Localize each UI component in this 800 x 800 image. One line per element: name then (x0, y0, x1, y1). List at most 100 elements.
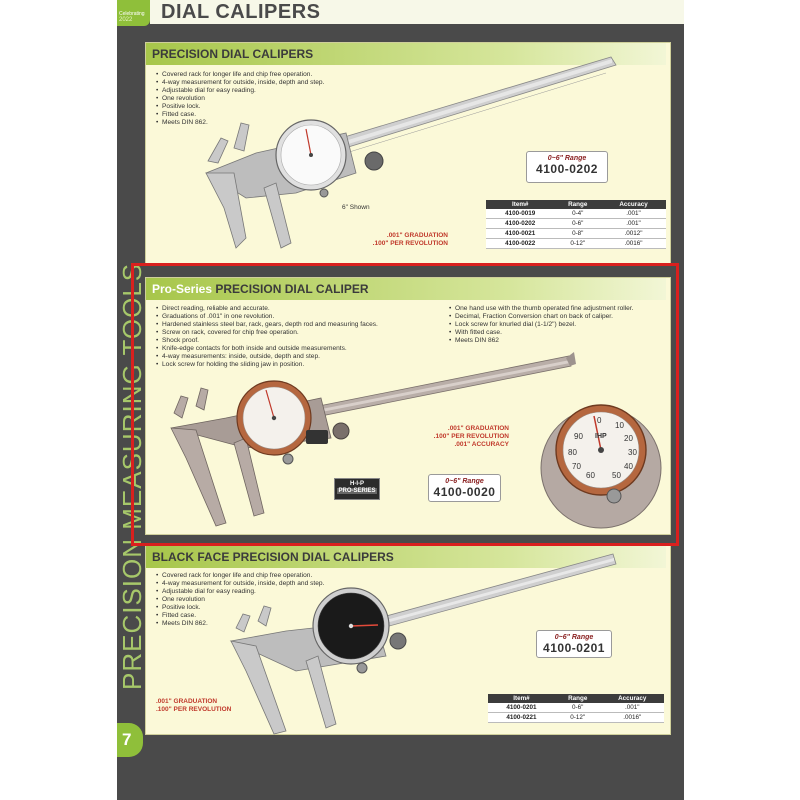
feature-item: Decimal, Fraction Conversion chart on ba… (449, 313, 634, 321)
feature-item: Graduations of .001" in one revolution. (156, 313, 378, 321)
dial-number: 60 (586, 471, 595, 480)
section3-title: BLACK FACE PRECISION DIAL CALIPERS (146, 546, 666, 568)
dial-number: 50 (612, 471, 621, 480)
dial-brand: IHP (595, 433, 607, 440)
range-badge: 0~6" Range 4100-0020 (428, 474, 501, 502)
table-cell: 4100-0201 (488, 703, 555, 713)
range-label: 0~6" Range (554, 634, 594, 641)
table-cell: 0-6" (554, 218, 602, 229)
graduation-line: .001" GRADUATION (386, 232, 448, 239)
feature-item: Adjustable dial for easy reading. (156, 87, 324, 95)
graduation-info: .001" GRADUATION .100" PER REVOLUTION (156, 698, 248, 714)
feature-item: Positive lock. (156, 103, 324, 111)
dial-number: 10 (615, 421, 624, 430)
page-title: DIAL CALIPERS (161, 1, 321, 23)
section-pro-series-dial-caliper: Pro-Series PRECISION DIAL CALIPER Direct… (145, 277, 671, 535)
section2-title-prefix: Pro-Series (152, 282, 213, 296)
table-cell: .001" (600, 703, 664, 713)
section2-feature-list-left: Direct reading, reliable and accurate. G… (156, 305, 378, 369)
table-cell: .0012" (601, 228, 666, 239)
column-header: Range (554, 200, 602, 209)
graduation-line: .001" ACCURACY (454, 441, 510, 448)
table-cell: 0-4" (554, 209, 602, 219)
feature-item: Screw on rack, covered for chip free ope… (156, 329, 378, 337)
table-cell: 0-12" (554, 712, 601, 723)
item-code: 4100-0020 (433, 485, 496, 499)
feature-item: Shock proof. (156, 337, 378, 345)
feature-item: Fitted case. (156, 111, 324, 119)
graduation-line: .001" GRADUATION (447, 425, 509, 432)
dial-caliper-image (205, 56, 617, 249)
column-header: Item# (488, 694, 555, 703)
badge-brand: H-I-P (350, 481, 364, 487)
table-cell: .001" (601, 218, 666, 229)
page-number: 7 (122, 730, 132, 749)
dial-number: 20 (624, 434, 633, 443)
item-code: 4100-0202 (536, 162, 598, 176)
feature-item: Lock screw for holding the sliding jaw i… (156, 361, 378, 369)
feature-item: One revolution (156, 95, 324, 103)
column-header: Range (554, 694, 601, 703)
pro-series-logo: H-I-P PRO-SERIES (334, 478, 380, 500)
feature-item: Covered rack for longer life and chip fr… (156, 71, 324, 79)
column-header: Accuracy (600, 694, 664, 703)
item-code: 4100-0201 (543, 641, 605, 655)
feature-item: Positive lock. (156, 604, 324, 612)
table-cell: .0016" (601, 238, 666, 249)
table-cell: 4100-0202 (486, 218, 555, 229)
column-header: Accuracy (601, 200, 666, 209)
table-cell: 0-12" (554, 238, 602, 249)
section2-title: Pro-Series PRECISION DIAL CALIPER (146, 278, 666, 300)
dial-number: 70 (572, 462, 581, 471)
section2-feature-list-right: One hand use with the thumb operated fin… (449, 305, 634, 345)
dial-number: 90 (574, 432, 583, 441)
page-number-tab: 7 (117, 723, 143, 757)
section-precision-dial-calipers: PRECISION DIAL CALIPERS Covered rack for… (145, 42, 671, 264)
dial-number: 0 (597, 416, 602, 425)
logo-line2: 2022 (119, 17, 133, 23)
anniversary-logo: Celebrating 2022 (117, 0, 150, 26)
graduation-line: .100" PER REVOLUTION (433, 433, 509, 440)
graduation-line: .100" PER REVOLUTION (372, 240, 448, 247)
range-label: 0~6" Range (445, 478, 484, 485)
section1-title: PRECISION DIAL CALIPERS (146, 43, 666, 65)
feature-item: Lock screw for knurled dial (1-1/2") bez… (449, 321, 634, 329)
feature-item: Meets DIN 862. (156, 620, 324, 628)
logo-line1: Celebrating (119, 11, 145, 17)
zoom-dial-labels: 0 10 20 30 40 50 60 70 80 90 IHP (146, 278, 672, 536)
section1-feature-list: Covered rack for longer life and chip fr… (156, 71, 324, 127)
image-caption: 6" Shown (342, 204, 370, 211)
feature-item: Knife-edge contacts for both inside and … (156, 345, 378, 353)
graduation-line: .100" PER REVOLUTION (156, 706, 232, 713)
table-cell: 4100-0221 (488, 712, 555, 723)
section1-title-text: PRECISION DIAL CALIPERS (152, 47, 314, 61)
title-band (150, 0, 684, 24)
range-label: 0~6" Range (547, 155, 587, 162)
dial-number: 30 (628, 448, 637, 457)
table-cell: .0016" (600, 712, 664, 723)
graduation-info: .001" GRADUATION .100" PER REVOLUTION (356, 232, 448, 248)
badge-series: PRO-SERIES (337, 488, 377, 494)
table-cell: 4100-0019 (486, 209, 555, 219)
dial-number: 80 (568, 448, 577, 457)
feature-item: Meets DIN 862. (156, 119, 324, 127)
feature-item: 4-way measurement for outside, inside, d… (156, 79, 324, 87)
feature-item: One hand use with the thumb operated fin… (449, 305, 634, 313)
table-cell: 0-6" (554, 703, 601, 713)
feature-item: 4-way measurement for outside, inside, d… (156, 580, 324, 588)
graduation-line: .001" GRADUATION (156, 698, 218, 705)
feature-item: Direct reading, reliable and accurate. (156, 305, 378, 313)
range-badge: 0~6" Range 4100-0201 (536, 630, 612, 658)
feature-item: Fitted case. (156, 612, 324, 620)
table-cell: 4100-0021 (486, 228, 555, 239)
section-black-face-dial-calipers: BLACK FACE PRECISION DIAL CALIPERS Cover… (145, 545, 671, 735)
section3-title-text: BLACK FACE PRECISION DIAL CALIPERS (152, 550, 394, 564)
black-face-caliper-image (229, 553, 617, 735)
feature-item: Hardened stainless steel bar, rack, gear… (156, 321, 378, 329)
table-cell: .001" (601, 209, 666, 219)
